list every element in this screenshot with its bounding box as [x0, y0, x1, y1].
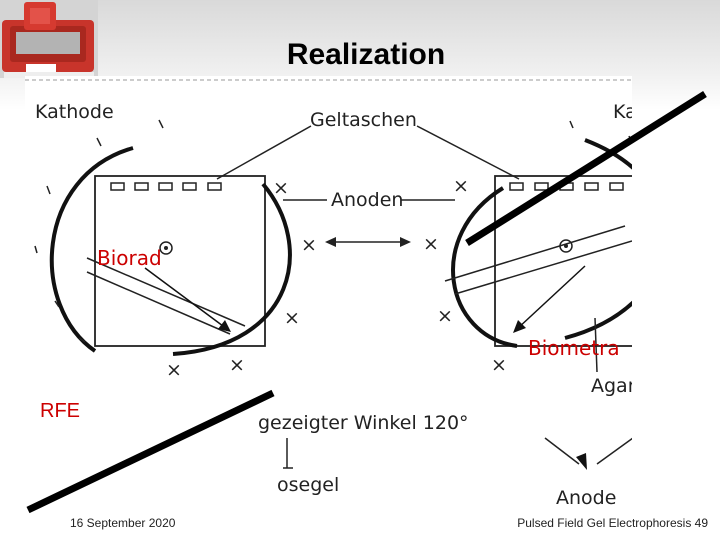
left-anode-arc [172, 182, 292, 356]
label-rfe: RFE [40, 400, 80, 422]
gel-well [609, 182, 624, 191]
gel-well [534, 182, 549, 191]
gel-chamber-thumbnail [0, 0, 98, 78]
right-apparatus: × × × × [423, 120, 632, 376]
gel-well [509, 182, 524, 191]
right-direction-arrow [516, 265, 586, 330]
right-cathode-arc [564, 138, 632, 340]
gel-well [182, 182, 197, 191]
svg-text:×: × [284, 307, 300, 329]
label-kathode-right: Kathode [613, 101, 632, 123]
svg-text:×: × [273, 177, 289, 199]
label-anoden: Anoden [331, 189, 403, 211]
label-agarosegel: Agarosegel [591, 375, 632, 397]
gel-well [134, 182, 149, 191]
label-biorad: Biorad [97, 246, 162, 270]
label-anode: Anode [556, 487, 616, 509]
label-osegel: osegel [277, 474, 339, 496]
left-cathode-arc [49, 146, 134, 353]
gel-well [158, 182, 173, 191]
spool-icon [159, 241, 173, 255]
annotation-stroke-bottom-left [26, 389, 275, 514]
right-anode-arc [451, 186, 518, 348]
svg-text:×: × [301, 234, 317, 256]
annotation-stroke-top-right [465, 91, 707, 246]
gel-well [207, 182, 222, 191]
footer-slide-info: Pulsed Field Gel Electrophoresis 49 [517, 516, 708, 530]
slide-title: Realization [286, 38, 446, 72]
svg-text:×: × [423, 233, 439, 255]
label-geltaschen: Geltaschen [310, 109, 417, 131]
left-apparatus: × × × × × [34, 119, 317, 381]
svg-text:×: × [491, 354, 507, 376]
svg-text:×: × [229, 354, 245, 376]
label-winkel: gezeigter Winkel 120° [258, 412, 469, 434]
pfge-diagram: × × × × × Anoden Geltaschen Kathode Kath… [25, 76, 632, 513]
label-biometra: Biometra [528, 336, 620, 360]
svg-text:×: × [166, 359, 182, 381]
footer-date: 16 September 2020 [70, 516, 176, 530]
gel-well [110, 182, 125, 191]
label-kathode-left: Kathode [35, 101, 114, 123]
svg-text:×: × [453, 175, 469, 197]
gel-well [584, 182, 599, 191]
left-direction-arrow [144, 267, 228, 330]
svg-text:×: × [437, 305, 453, 327]
anode-arrow [544, 437, 580, 465]
